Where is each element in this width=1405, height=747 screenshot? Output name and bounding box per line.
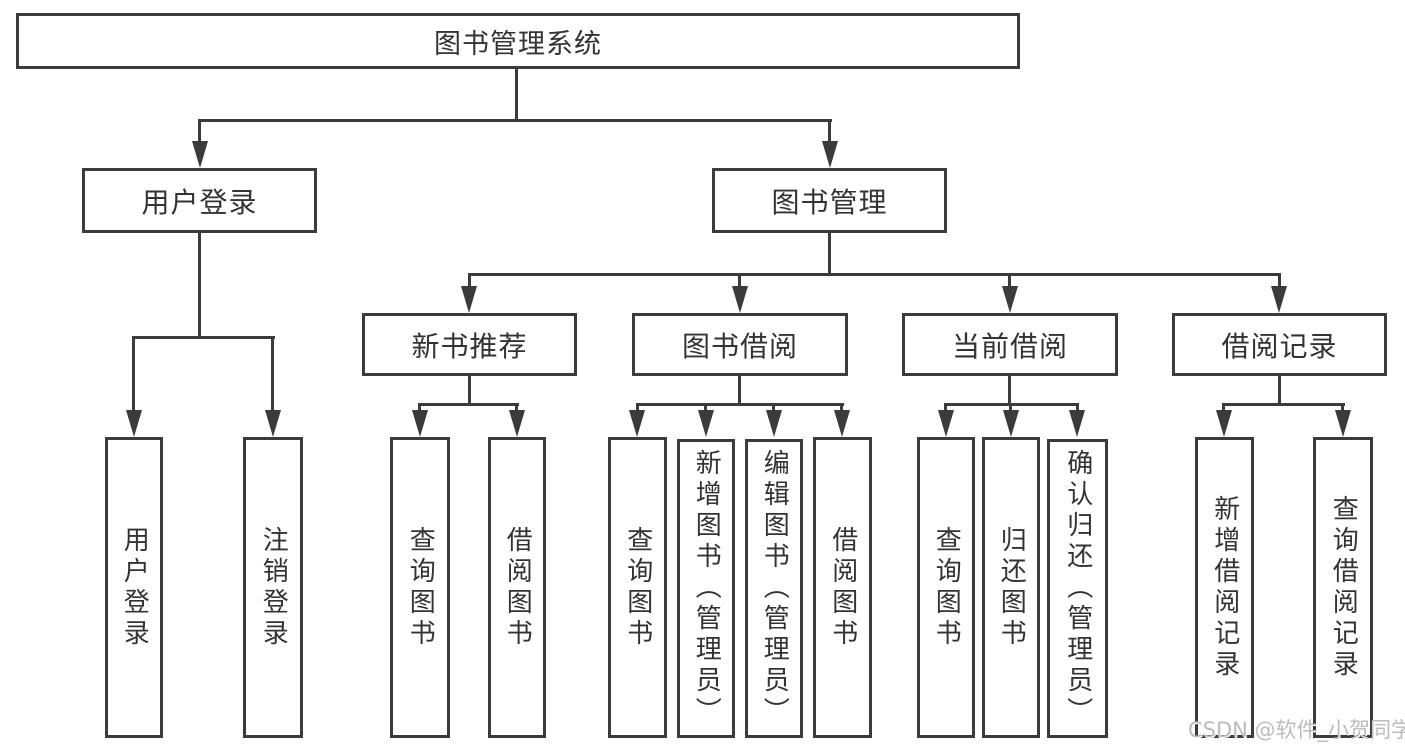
arrow-down-icon: [834, 410, 850, 437]
leaf-query-books-3: 查询图书: [917, 437, 975, 738]
connector-drop: [944, 405, 947, 414]
connector-drop-current-borrow: [1008, 275, 1011, 291]
connector-new-book-stem: [468, 376, 471, 406]
arrow-down-icon: [192, 141, 208, 168]
connector-drop: [515, 405, 518, 414]
connector-drop: [1341, 405, 1344, 414]
arrow-down-icon: [1002, 286, 1018, 313]
node-label: 借阅记录: [1221, 329, 1338, 363]
arrow-down-icon: [509, 410, 525, 437]
arrow-down-icon: [766, 410, 782, 437]
arrow-down-icon: [126, 410, 142, 437]
leaf-label: 编辑图书（管理员）: [759, 449, 790, 728]
leaf-borrow-books-2: 借阅图书: [813, 437, 872, 738]
connector-new-book-rail: [418, 403, 519, 406]
connector-drop-new-book: [468, 275, 471, 291]
connector-drop-leaf-login: [132, 338, 135, 414]
connector-drop-borrow-records: [1278, 275, 1281, 291]
connector-drop: [1076, 405, 1079, 414]
leaf-label: 新增借阅记录: [1209, 494, 1240, 681]
connector-drop-book-borrow: [738, 275, 741, 291]
node-label: 用户登录: [141, 185, 258, 219]
connector-drop: [840, 405, 843, 414]
node-new-book-recommend: 新书推荐: [362, 313, 577, 376]
leaf-query-books-2: 查询图书: [608, 437, 667, 738]
leaf-label: 查询借阅记录: [1328, 494, 1359, 681]
leaf-add-book-admin: 新增图书（管理员）: [677, 439, 735, 738]
node-library-management-system: 图书管理系统: [16, 13, 1020, 69]
arrow-down-icon: [1271, 286, 1287, 313]
csdn-watermark: CSDN @软件_小贺同学: [1188, 718, 1405, 742]
connector-drop: [704, 405, 707, 414]
connector-borrow-records-stem: [1278, 376, 1281, 406]
connector-current-borrow-rail: [944, 403, 1079, 406]
connector-drop-leaf-logout: [271, 338, 274, 414]
leaf-add-borrow-record: 新增借阅记录: [1195, 437, 1254, 738]
leaf-label: 借阅图书: [827, 525, 858, 650]
arrow-down-icon: [265, 410, 281, 437]
connector-user-login-stem: [198, 233, 201, 339]
leaf-edit-book-admin: 编辑图书（管理员）: [745, 439, 803, 738]
connector-current-borrow-stem: [1008, 376, 1011, 406]
leaf-label: 查询图书: [405, 525, 436, 650]
node-label: 图书管理: [771, 185, 888, 219]
arrow-down-icon: [629, 410, 645, 437]
leaf-return-book: 归还图书: [982, 437, 1040, 738]
connector-root-rail: [198, 119, 832, 122]
leaf-label: 借阅图书: [502, 525, 533, 650]
arrow-down-icon: [732, 286, 748, 313]
connector-root-stem: [515, 69, 518, 122]
node-current-borrow: 当前借阅: [902, 313, 1118, 376]
leaf-user-login: 用户登录: [105, 437, 163, 738]
leaf-query-books-1: 查询图书: [390, 437, 450, 738]
leaf-label: 查询图书: [622, 525, 653, 650]
connector-drop-user-login: [198, 121, 201, 146]
arrow-down-icon: [1335, 410, 1351, 437]
node-label: 新书推荐: [411, 329, 528, 363]
arrow-down-icon: [1216, 410, 1232, 437]
node-book-management: 图书管理: [712, 168, 947, 233]
connector-book-management-stem: [828, 233, 831, 276]
leaf-borrow-books-1: 借阅图书: [488, 437, 546, 738]
arrow-down-icon: [412, 410, 428, 437]
node-label: 当前借阅: [951, 329, 1068, 363]
leaf-label: 注销登录: [258, 525, 289, 650]
node-user-login: 用户登录: [82, 168, 317, 233]
connector-book-management-rail: [468, 273, 1281, 276]
connector-drop: [1222, 405, 1225, 414]
connector-borrow-records-rail: [1222, 403, 1345, 406]
leaf-label: 确认归还（管理员）: [1062, 449, 1093, 728]
connector-book-borrow-stem: [738, 376, 741, 406]
leaf-label: 查询图书: [931, 525, 962, 650]
connector-book-borrow-rail: [636, 403, 844, 406]
arrow-down-icon: [461, 286, 477, 313]
leaf-query-borrow-record: 查询借阅记录: [1313, 437, 1373, 738]
connector-drop: [1009, 405, 1012, 414]
connector-user-login-rail: [132, 336, 275, 339]
leaf-label: 归还图书: [996, 525, 1027, 650]
leaf-confirm-return-admin: 确认归还（管理员）: [1047, 439, 1108, 738]
node-label: 图书管理系统: [434, 28, 602, 60]
arrow-down-icon: [1069, 410, 1085, 437]
leaf-logout: 注销登录: [243, 437, 303, 738]
connector-drop: [418, 405, 421, 414]
arrow-down-icon: [1003, 410, 1019, 437]
node-borrow-records: 借阅记录: [1172, 313, 1387, 376]
arrow-down-icon: [698, 410, 714, 437]
connector-drop-book-management: [828, 121, 831, 146]
leaf-label: 新增图书（管理员）: [691, 449, 722, 728]
node-book-borrow: 图书借阅: [632, 313, 848, 376]
arrow-down-icon: [822, 141, 838, 168]
connector-drop: [636, 405, 639, 414]
arrow-down-icon: [938, 410, 954, 437]
leaf-label: 用户登录: [119, 525, 150, 650]
connector-drop: [772, 405, 775, 414]
node-label: 图书借阅: [681, 329, 798, 363]
